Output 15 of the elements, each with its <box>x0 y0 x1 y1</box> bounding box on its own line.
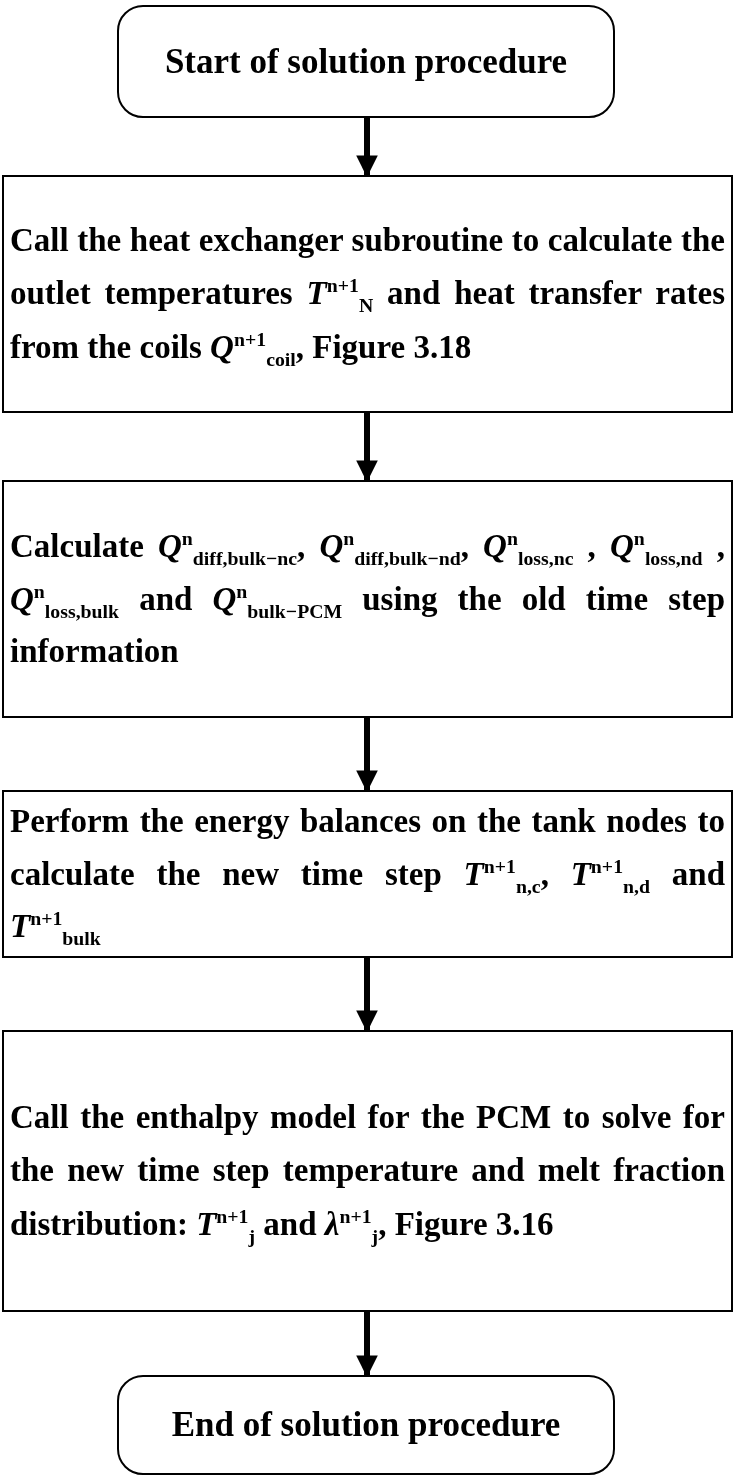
node-text: Start of solution procedure <box>164 40 568 83</box>
arrow <box>356 118 378 178</box>
arrow <box>356 1312 378 1378</box>
node-text: Calculate Q$^{n}$$_{diff,bulk−nc}$, Q$^{n}$$_{diff,bulk−nd}$, Q$^{n}$$_{loss,nc}$ , Q$^{n}$$_{loss,nd}$ , Q$^{n}$$_{loss,bulk}$ and Q$^{n}$$_{bulk−PCM}$ using the old time step information <box>10 525 725 672</box>
arrow <box>356 958 378 1033</box>
node-text: Call the heat exchanger subroutine to calculate the outlet temperatures T$^{n+1}$$_{N}$ and heat transfer rates from the coils Q$^{n+1}$$_{coil}$, Figure 3.18 <box>10 220 725 372</box>
process-box <box>2 175 733 413</box>
arrow <box>356 413 378 483</box>
process-box <box>2 1030 733 1312</box>
terminal-box <box>117 5 615 118</box>
node-text: End of solution procedure <box>171 1404 561 1446</box>
node-text: Call the enthalpy model for the PCM to solve for the new time step temperature and melt fraction distribution: T$^{n+1}$$_{j}$ and λ$^{n+1}$$_{j}$, Figure 3.16 <box>10 1097 725 1249</box>
arrow <box>356 718 378 793</box>
terminal-box <box>117 1375 615 1475</box>
process-box <box>2 480 733 718</box>
